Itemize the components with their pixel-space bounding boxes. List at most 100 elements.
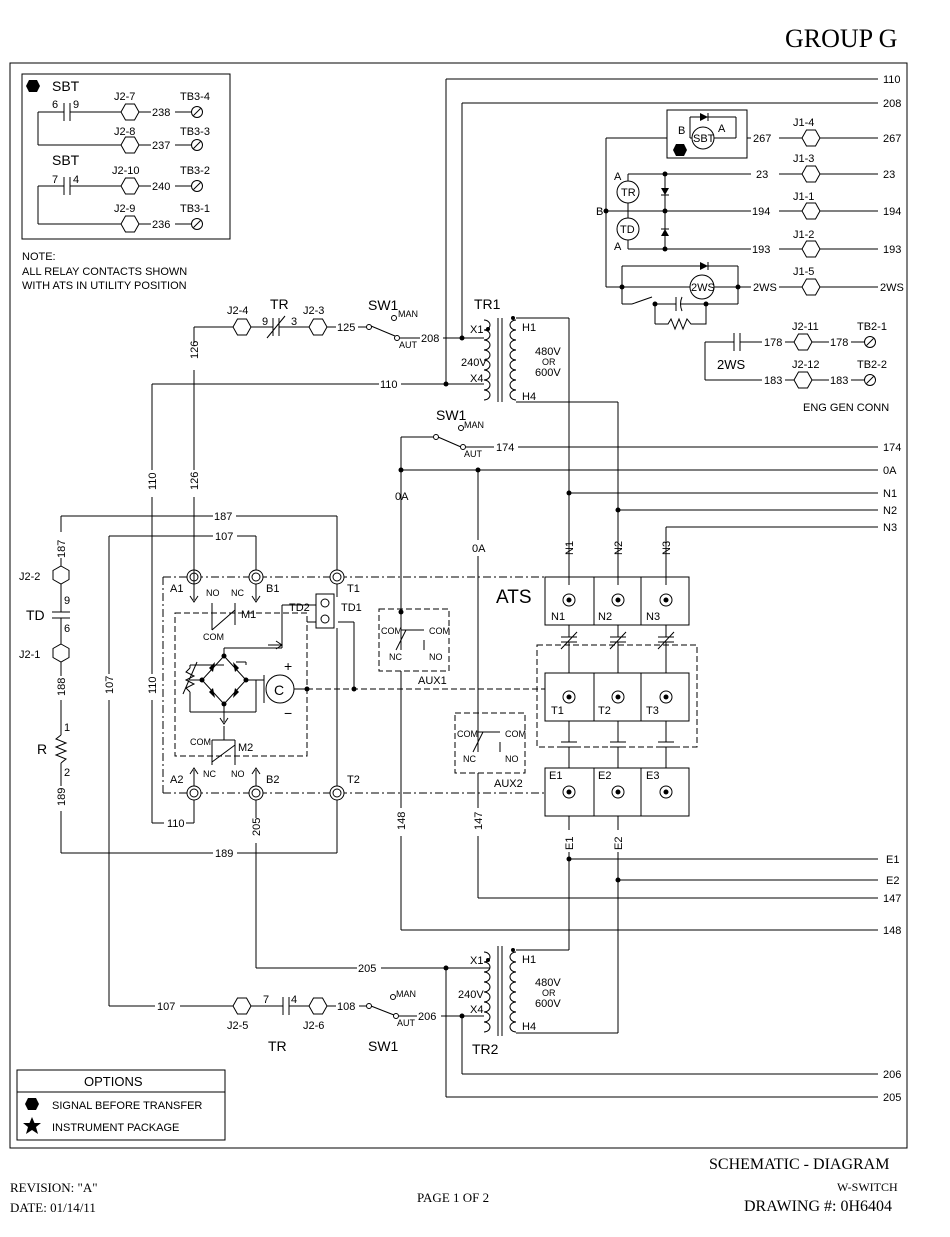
options-legend: OPTIONS SIGNAL BEFORE TRANSFER INSTRUMEN… — [16, 1069, 226, 1141]
svg-text:NO: NO — [429, 652, 443, 662]
svg-text:COM: COM — [429, 626, 450, 636]
svg-text:H4: H4 — [522, 391, 536, 403]
top-control-circuit: J2-4 TR 9 3 J2-3 125 SW1 MAN AUT 208 126… — [151, 296, 484, 570]
top-wiring: 110 208 — [445, 74, 901, 384]
svg-text:ENG GEN CONN: ENG GEN CONN — [803, 402, 889, 414]
svg-text:AUT: AUT — [399, 340, 418, 350]
svg-text:B2: B2 — [266, 774, 279, 786]
svg-text:TD: TD — [26, 607, 45, 623]
svg-text:J2-8: J2-8 — [114, 126, 135, 138]
note: NOTE: ALL RELAY CONTACTS SHOWN WITH ATS … — [22, 251, 187, 292]
svg-text:189: 189 — [56, 788, 68, 806]
svg-text:1: 1 — [64, 722, 70, 734]
svg-text:NO: NO — [206, 588, 220, 598]
svg-text:126: 126 — [189, 472, 201, 490]
svg-text:TB3-3: TB3-3 — [180, 126, 210, 138]
svg-text:N2: N2 — [883, 505, 897, 517]
svg-text:WITH ATS IN UTILITY POSITION: WITH ATS IN UTILITY POSITION — [22, 280, 187, 292]
svg-text:194: 194 — [752, 206, 770, 218]
svg-text:2: 2 — [64, 767, 70, 779]
svg-text:480V: 480V — [535, 977, 561, 989]
svg-text:126: 126 — [189, 341, 201, 359]
svg-text:INSTRUMENT PACKAGE: INSTRUMENT PACKAGE — [52, 1122, 179, 1134]
svg-text:2WS: 2WS — [691, 282, 715, 294]
drawing-frame — [9, 62, 908, 1149]
svg-text:NO: NO — [505, 754, 519, 764]
page-number: PAGE 1 OF 2 — [417, 1190, 490, 1205]
svg-text:N2: N2 — [613, 541, 625, 555]
svg-text:107: 107 — [104, 676, 116, 694]
svg-text:J2-1: J2-1 — [19, 649, 40, 661]
svg-text:J2-9: J2-9 — [114, 203, 135, 215]
svg-text:148: 148 — [396, 812, 408, 830]
svg-text:110: 110 — [380, 379, 398, 391]
svg-text:205: 205 — [358, 963, 376, 975]
svg-text:N1: N1 — [564, 541, 576, 555]
svg-text:X4: X4 — [470, 1004, 483, 1016]
svg-text:J2-7: J2-7 — [114, 91, 135, 103]
svg-text:AUT: AUT — [464, 449, 483, 459]
svg-text:237: 237 — [152, 140, 170, 152]
svg-text:TB3-1: TB3-1 — [180, 203, 210, 215]
svg-text:SIGNAL BEFORE TRANSFER: SIGNAL BEFORE TRANSFER — [52, 1100, 202, 1112]
title-block-subtitle: W-SWITCH — [837, 1180, 898, 1194]
svg-text:147: 147 — [473, 812, 485, 830]
svg-text:9: 9 — [64, 595, 70, 607]
svg-text:7: 7 — [52, 174, 58, 186]
svg-text:E2: E2 — [613, 837, 625, 850]
svg-text:NOTE:: NOTE: — [22, 251, 56, 263]
sbt-option-icon — [26, 80, 40, 92]
svg-text:J1-4: J1-4 — [793, 117, 814, 129]
svg-text:OPTIONS: OPTIONS — [84, 1074, 143, 1089]
svg-text:174: 174 — [883, 442, 901, 454]
svg-text:J2-4: J2-4 — [227, 305, 248, 317]
svg-text:147: 147 — [883, 893, 901, 905]
svg-text:J2-5: J2-5 — [227, 1020, 248, 1032]
svg-text:NC: NC — [389, 652, 402, 662]
svg-text:SW1: SW1 — [368, 297, 399, 313]
revision: REVISION: "A" — [10, 1180, 98, 1195]
bottom-control-circuit: 107 J2-5 7 4 TR J2-6 108 MAN AUT SW1 206… — [109, 989, 901, 1081]
drawing-number: DRAWING #: 0H6404 — [744, 1198, 893, 1215]
svg-text:SW1: SW1 — [368, 1038, 399, 1054]
svg-text:J2-2: J2-2 — [19, 571, 40, 583]
svg-text:23: 23 — [756, 169, 768, 181]
svg-text:3: 3 — [291, 316, 297, 328]
svg-text:0A: 0A — [395, 491, 409, 503]
svg-text:9: 9 — [73, 99, 79, 111]
date: DATE: 01/14/11 — [10, 1200, 96, 1215]
svg-text:TR: TR — [268, 1038, 287, 1054]
svg-text:240: 240 — [152, 181, 170, 193]
group-label: GROUP G — [785, 24, 898, 53]
svg-text:B: B — [596, 206, 603, 218]
svg-text:A: A — [718, 123, 726, 135]
svg-text:ALL RELAY CONTACTS SHOWN: ALL RELAY CONTACTS SHOWN — [22, 266, 187, 278]
svg-text:J2-11: J2-11 — [792, 321, 819, 333]
svg-text:193: 193 — [752, 244, 770, 256]
svg-text:N2: N2 — [598, 611, 612, 623]
svg-text:0A: 0A — [472, 543, 486, 555]
svg-text:194: 194 — [883, 206, 901, 218]
svg-text:4: 4 — [291, 994, 297, 1006]
svg-text:TB3-4: TB3-4 — [180, 91, 210, 103]
svg-text:178: 178 — [830, 337, 848, 349]
svg-text:J1-1: J1-1 — [793, 191, 814, 203]
svg-text:NC: NC — [203, 769, 216, 779]
svg-text:2WS: 2WS — [717, 357, 746, 372]
svg-text:183: 183 — [830, 375, 848, 387]
svg-text:125: 125 — [337, 322, 355, 334]
svg-text:A1: A1 — [170, 583, 183, 595]
svg-text:6: 6 — [64, 623, 70, 635]
svg-text:TR: TR — [270, 296, 289, 312]
svg-text:J2-12: J2-12 — [792, 359, 820, 371]
svg-text:193: 193 — [883, 244, 901, 256]
transformer-tr2: 205 205 X1 X4 240V TR2 H1 H4 480V OR 600… — [256, 946, 901, 1104]
svg-text:COM: COM — [203, 632, 224, 642]
svg-text:TR1: TR1 — [474, 296, 501, 312]
svg-text:N1: N1 — [883, 488, 897, 500]
svg-text:107: 107 — [157, 1001, 175, 1013]
svg-text:N3: N3 — [646, 611, 660, 623]
svg-text:23: 23 — [883, 169, 895, 181]
sbt-label-2: SBT — [52, 152, 80, 168]
svg-text:238: 238 — [152, 107, 170, 119]
